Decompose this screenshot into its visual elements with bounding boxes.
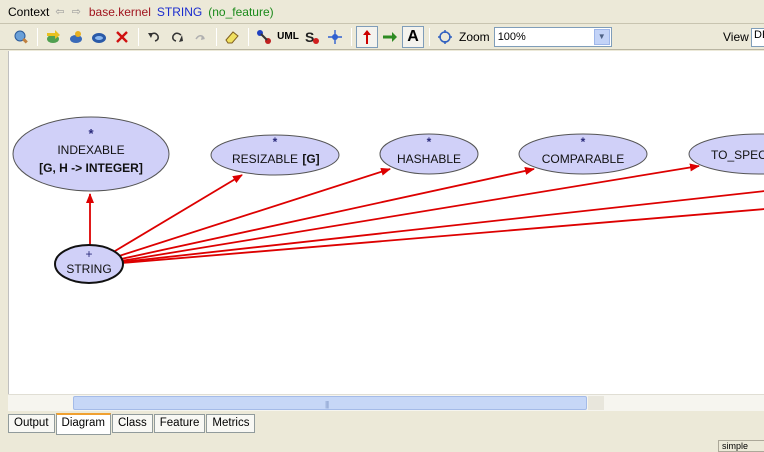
edge-string-hashable — [118, 167, 391, 257]
node-marker: * — [427, 135, 432, 149]
uml-label: UML — [277, 31, 299, 42]
scroll-right-button[interactable] — [588, 396, 604, 410]
class-node-resizable[interactable]: * RESIZABLE [G] — [210, 134, 340, 176]
history-arrows[interactable]: ⇦ ⇨ — [55, 6, 83, 18]
context-bar: Context ⇦ ⇨ base.kernel STRING (no_featu… — [0, 0, 764, 24]
class-node-hashable[interactable]: * HASHABLE — [379, 133, 479, 175]
eraser-icon[interactable] — [221, 26, 243, 48]
class-node-string[interactable]: + STRING — [54, 244, 124, 284]
text-tool-toggle[interactable]: A — [402, 25, 424, 48]
horizontal-scrollbar[interactable]: ||| — [8, 394, 764, 411]
zoom-value: 100% — [497, 30, 526, 43]
node-generics: [G] — [302, 152, 319, 166]
context-cluster[interactable]: base.kernel — [88, 4, 151, 19]
class-node-comparable[interactable]: * COMPARABLE — [518, 133, 648, 175]
redo-disabled-icon — [189, 26, 211, 48]
selector-icon[interactable]: S — [301, 26, 323, 48]
node-name: HASHABLE — [397, 152, 461, 166]
node-marker: * — [88, 126, 94, 141]
context-class[interactable]: STRING — [156, 4, 203, 19]
zoom-select[interactable]: 100% ▼ — [493, 26, 612, 47]
redo-icon[interactable] — [166, 26, 188, 48]
tab-class[interactable]: Class — [112, 414, 153, 433]
edge-string-comparable — [120, 167, 535, 260]
zoom-label: Zoom — [459, 29, 490, 44]
view-label: View — [723, 30, 749, 44]
edge-string-to-special — [120, 163, 700, 262]
tab-metrics[interactable]: Metrics — [206, 414, 256, 433]
diagram-svg[interactable]: * INDEXABLE [G, H -> INTEGER] * RESIZABL… — [9, 51, 764, 394]
zoom-fit-icon[interactable] — [434, 26, 456, 48]
tool-tabs: Output Diagram Class Feature Metrics — [0, 411, 764, 436]
bon-link-icon[interactable] — [253, 26, 275, 48]
node-name: INDEXABLE — [57, 143, 124, 157]
target-cluster-icon[interactable] — [10, 26, 32, 48]
inheritance-edges — [86, 163, 764, 264]
node-name: TO_SPEC — [711, 148, 764, 162]
node-name: RESIZABLE — [232, 152, 298, 166]
svg-text:S: S — [305, 29, 314, 45]
toolbar-separator — [248, 27, 249, 46]
toolbar-separator — [37, 27, 38, 46]
text-tool-label: A — [407, 27, 419, 45]
view-select[interactable]: DE — [751, 28, 764, 47]
grip-icon: ||| — [325, 400, 329, 409]
class-node-to-special[interactable]: TO_SPEC — [688, 133, 764, 175]
node-marker: * — [273, 135, 278, 149]
toolbar-separator — [216, 27, 217, 46]
node-name: STRING — [66, 262, 111, 276]
toolbar-separator — [138, 27, 139, 46]
tab-output[interactable]: Output — [8, 414, 55, 433]
edge-string-resizable — [114, 174, 243, 252]
node-marker: + — [85, 247, 92, 261]
select-depth-icon[interactable] — [88, 26, 110, 48]
scrollbar-thumb[interactable]: ||| — [73, 396, 587, 410]
node-marker: * — [581, 135, 586, 149]
class-node-indexable[interactable]: * INDEXABLE [G, H -> INTEGER] — [12, 116, 170, 192]
uml-toggle[interactable]: UML — [276, 26, 300, 48]
client-link-icon[interactable] — [379, 26, 401, 48]
node-name: COMPARABLE — [542, 152, 624, 166]
tab-feature[interactable]: Feature — [153, 414, 206, 433]
toolbar-separator — [429, 27, 430, 46]
status-mode: simple — [718, 440, 764, 452]
undo-icon[interactable] — [143, 26, 165, 48]
inheritance-link-icon[interactable] — [356, 25, 378, 48]
edge-string-offscreen-2 — [121, 208, 764, 264]
context-feature[interactable]: (no_feature) — [208, 4, 274, 19]
node-generics: [G, H -> INTEGER] — [39, 161, 143, 175]
delete-icon[interactable] — [111, 26, 133, 48]
physics-icon[interactable] — [324, 26, 346, 48]
chevron-down-icon[interactable]: ▼ — [593, 28, 610, 45]
edge-string-offscreen-1 — [121, 190, 764, 263]
diagram-canvas[interactable]: * INDEXABLE [G, H -> INTEGER] * RESIZABL… — [8, 51, 764, 394]
status-bar: simple — [0, 436, 764, 452]
tab-diagram[interactable]: Diagram — [55, 413, 111, 435]
add-classes-icon[interactable] — [42, 26, 64, 48]
diagram-toolbar: UML S A Zoom 100% ▼ View DE — [0, 24, 764, 50]
context-label: Context — [8, 4, 50, 19]
toolbar-separator — [351, 27, 352, 46]
fill-cluster-icon[interactable] — [65, 26, 87, 48]
